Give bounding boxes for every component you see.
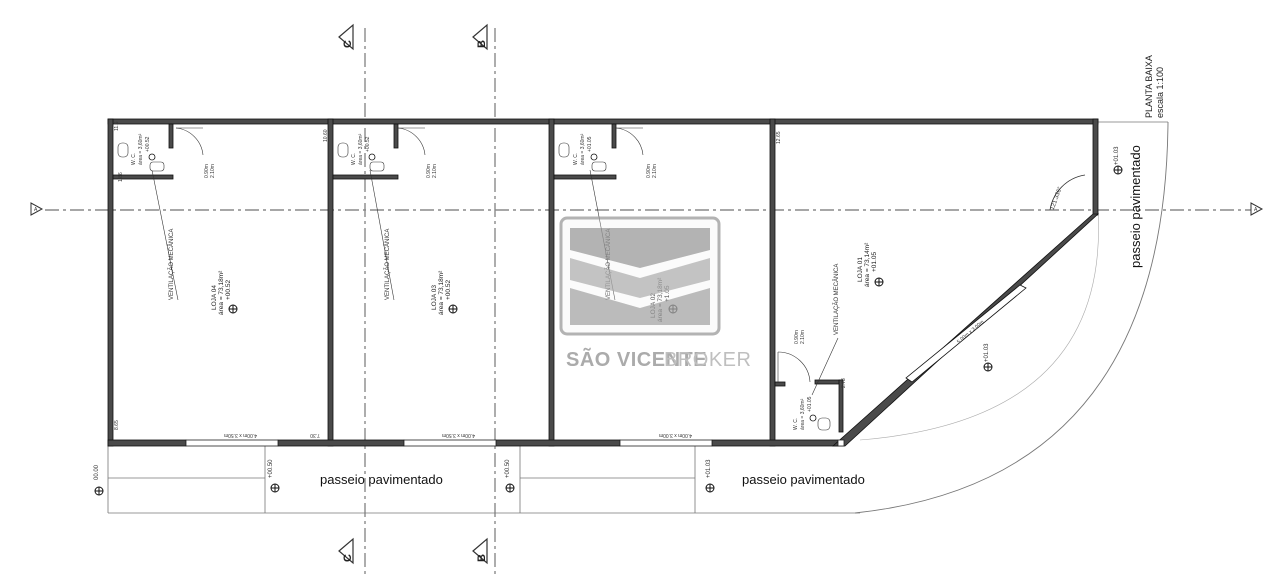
section-marker-c-bottom: C xyxy=(338,537,354,565)
svg-text:2.10m: 2.10m xyxy=(652,164,658,178)
svg-text:W. C.: W. C. xyxy=(793,418,799,430)
dimension-labels: 11.5 10.60 1.86 8.65 7.30 2.73 12.65 xyxy=(114,121,847,438)
svg-text:0.90m: 0.90m xyxy=(646,164,652,178)
svg-text:W. C.: W. C. xyxy=(131,153,137,165)
svg-text:4.00m x 3.50m: 4.00m x 3.50m xyxy=(442,432,475,438)
svg-text:SÃO VICENTE: SÃO VICENTE xyxy=(566,348,707,371)
svg-text:área = 73,14m²: área = 73,14m² xyxy=(864,242,871,287)
svg-text:LOJA 01: LOJA 01 xyxy=(857,257,864,282)
svg-text:2.10m: 2.10m xyxy=(432,164,438,178)
svg-text:área = 73,18m²: área = 73,18m² xyxy=(657,277,664,322)
svg-text:0.90m: 0.90m xyxy=(794,330,800,344)
svg-text:+00.52: +00.52 xyxy=(225,280,232,300)
svg-text:área = 3,60m²: área = 3,60m² xyxy=(580,133,586,165)
section-marker-b-top: B xyxy=(472,23,488,51)
svg-text:11.5: 11.5 xyxy=(114,121,120,131)
svg-text:7.30: 7.30 xyxy=(310,432,320,438)
level-marker-l5: +01.03 xyxy=(983,343,993,372)
svg-text:área = 73,18m²: área = 73,18m² xyxy=(218,270,225,315)
svg-text:+01.03: +01.03 xyxy=(984,343,990,362)
svg-text:LOJA 03: LOJA 03 xyxy=(431,285,438,310)
level-marker-l1: 00.00 xyxy=(94,464,104,496)
svg-text:0.90m: 0.90m xyxy=(426,164,432,178)
walls xyxy=(107,118,1099,447)
svg-text:C: C xyxy=(342,40,354,48)
plan-title: PLANTA BAIXA xyxy=(1144,55,1154,118)
svg-text:LOJA 04: LOJA 04 xyxy=(211,285,218,310)
svg-text:121.336°: 121.336° xyxy=(1050,186,1064,211)
plan-scale: escala 1:100 xyxy=(1155,67,1165,118)
svg-text:+00.50: +00.50 xyxy=(268,459,274,478)
svg-text:W. C.: W. C. xyxy=(351,153,357,165)
svg-text:+00.52: +00.52 xyxy=(145,136,151,152)
watermark-logo-icon xyxy=(570,228,710,325)
sidewalk-label-vertical: passeio pavimentado xyxy=(1128,145,1143,268)
level-marker-l3: +00.50 xyxy=(505,459,515,493)
svg-text:+00.50: +00.50 xyxy=(505,459,511,478)
svg-text:2.73: 2.73 xyxy=(841,378,847,388)
storefront-windows xyxy=(185,439,845,447)
svg-text:12.65: 12.65 xyxy=(776,131,782,144)
svg-text:área = 3,60m²: área = 3,60m² xyxy=(800,398,806,430)
store-loja-04: LOJA 04 área = 73,18m² +00.52 VENTILAÇÃO… xyxy=(117,127,257,438)
section-axes xyxy=(45,28,1252,575)
svg-text:0.90m: 0.90m xyxy=(204,164,210,178)
svg-text:4.00m x 3.50m: 4.00m x 3.50m xyxy=(224,432,257,438)
store-loja-03: LOJA 03 área = 73,18m² +00.52 VENTILAÇÃO… xyxy=(337,127,475,438)
svg-text:+1.05: +1.05 xyxy=(664,285,671,302)
svg-text:A: A xyxy=(1254,207,1258,213)
svg-text:+01.03: +01.03 xyxy=(1114,146,1120,165)
level-marker-l2: +00.50 xyxy=(268,459,280,493)
svg-text:+00.52: +00.52 xyxy=(445,280,452,300)
sidewalk-label-right: passeio pavimentado xyxy=(742,472,865,487)
svg-text:VENTILAÇÃO MECÂNICA: VENTILAÇÃO MECÂNICA xyxy=(605,229,612,300)
svg-text:área = 73,18m²: área = 73,18m² xyxy=(438,270,445,315)
level-marker-l4: +01.03 xyxy=(705,459,715,493)
svg-text:1.86: 1.86 xyxy=(118,172,124,182)
svg-text:área = 3,60m²: área = 3,60m² xyxy=(138,133,144,165)
store-loja-01: LOJA 01 área = 73,14m² +01.05 VENTILAÇÃO… xyxy=(777,174,1086,431)
section-marker-b-bottom: B xyxy=(472,537,488,565)
svg-text:BROKER: BROKER xyxy=(664,349,751,371)
svg-text:00.00: 00.00 xyxy=(94,464,100,480)
svg-text:+00.52: +00.52 xyxy=(365,136,371,152)
diagonal-window xyxy=(905,284,1027,383)
svg-text:B: B xyxy=(476,40,488,48)
svg-text:+01.05: +01.05 xyxy=(807,396,813,412)
svg-text:2.10m: 2.10m xyxy=(210,164,216,178)
svg-text:2.10m: 2.10m xyxy=(800,330,806,344)
svg-text:W. C.: W. C. xyxy=(573,153,579,165)
watermark: SÃO VICENTE BROKER xyxy=(559,216,751,371)
svg-text:4.00m x 3.00m: 4.00m x 3.00m xyxy=(659,432,692,438)
svg-text:A: A xyxy=(34,207,38,213)
svg-text:VENTILAÇÃO MECÂNICA: VENTILAÇÃO MECÂNICA xyxy=(168,229,175,300)
svg-text:VENTILAÇÃO MECÂNICA: VENTILAÇÃO MECÂNICA xyxy=(833,264,840,335)
svg-text:B: B xyxy=(476,554,488,562)
svg-text:C: C xyxy=(342,554,354,562)
level-marker-l6: +01.03 xyxy=(1113,146,1123,175)
svg-text:8.65: 8.65 xyxy=(114,420,120,430)
section-marker-c-top: C xyxy=(338,23,354,51)
sidewalk-outline xyxy=(107,121,1169,514)
section-marker-a-right: A xyxy=(1250,202,1264,216)
svg-text:+01.05: +01.05 xyxy=(871,252,878,272)
svg-text:área = 3,60m²: área = 3,60m² xyxy=(358,133,364,165)
sidewalk-label-left: passeio pavimentado xyxy=(320,472,443,487)
svg-text:10.60: 10.60 xyxy=(323,129,329,142)
svg-text:+01.03: +01.03 xyxy=(706,459,712,478)
section-marker-a-left: A xyxy=(30,202,44,216)
svg-text:+01.05: +01.05 xyxy=(587,136,593,152)
